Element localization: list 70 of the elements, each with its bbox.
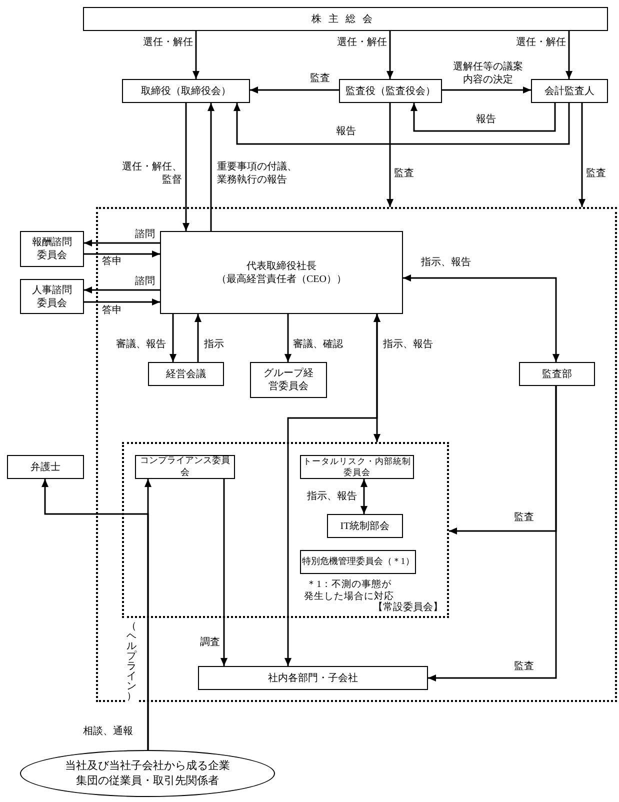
org-box: トータルリスク・内部統制委員会 <box>300 455 414 479</box>
org-box: 報酬諮問委員会 <box>20 231 84 267</box>
org-box: 経営会議 <box>148 362 224 386</box>
arrow <box>194 314 202 362</box>
edge-label: 監査 <box>585 168 607 180</box>
arrow <box>386 31 394 79</box>
org-box: 取締役（取締役会） <box>122 79 250 103</box>
edge-label: 指示 <box>203 338 225 352</box>
edge-label: 報告 <box>475 114 497 126</box>
dotted-boundary <box>96 207 617 702</box>
arrow <box>84 250 160 258</box>
edge-label: 監査 <box>513 512 535 524</box>
edge-label: 指示、報告 <box>420 256 472 270</box>
double-arrow <box>284 314 380 666</box>
edge-label: 諮問 <box>134 276 156 288</box>
edge-label: 答申 <box>101 256 123 268</box>
edge-label: 相談、通報 <box>82 726 134 738</box>
edge-label: 重要事項の付議、業務執行の報告 <box>216 162 298 186</box>
arrow <box>566 31 572 79</box>
org-box: 代表取締役社長 （最高経営責任者（CEO）） <box>160 231 403 314</box>
double-arrow <box>403 274 560 362</box>
arrow <box>428 386 557 682</box>
edge-label: 指示、報告 <box>382 338 434 352</box>
arrow <box>410 103 556 132</box>
org-box: 弁護士 <box>7 455 84 479</box>
edge-label: 諮問 <box>134 228 156 242</box>
edge-label: 答申 <box>101 304 123 318</box>
arrow <box>250 86 339 94</box>
arrow <box>170 314 176 362</box>
edge-label: 選任・解任 <box>142 36 194 50</box>
org-box: 人事諮問委員会 <box>20 279 84 314</box>
group-title: 【常設委員会】 <box>373 601 443 614</box>
org-box: 特別危機管理委員会（＊1） <box>300 550 416 574</box>
edge-label: 選任・解任、監督 <box>121 162 183 186</box>
footnote: ＊1：不測の事態が発生した場合に対応 <box>303 579 394 602</box>
edge-label: 選任・解任 <box>515 36 567 50</box>
edge-label: 報告 <box>335 126 357 138</box>
org-box: 社内各部門・子会社 <box>198 666 428 690</box>
org-box: 監査役（監査役会） <box>339 79 442 103</box>
arrow <box>192 31 200 79</box>
people-ellipse: 当社及び当社子会社から成る企業集団の従業員・取引先関係者 <box>20 750 275 797</box>
edge-label: 選任・解任 <box>336 36 388 50</box>
arrow <box>284 314 292 362</box>
arrow <box>220 479 228 666</box>
arrow <box>386 103 394 207</box>
arrow <box>42 479 149 750</box>
arrow <box>442 86 531 94</box>
arrow <box>84 286 160 294</box>
edge-label: 監査 <box>513 660 535 674</box>
edge-label: 監査 <box>393 168 415 180</box>
arrow <box>578 103 586 207</box>
arrow <box>234 103 570 145</box>
arrow <box>84 298 160 306</box>
arrow <box>84 240 160 246</box>
meeting-box: 株主総会 <box>83 7 608 31</box>
committee-group <box>122 442 449 618</box>
org-box: IT統制部会 <box>327 514 403 538</box>
arrow <box>208 103 214 231</box>
edge-label: 調査 <box>199 636 221 650</box>
edge-label: 指示、報告 <box>306 490 358 504</box>
edge-label: 選解任等の議案内容の決定 <box>452 62 524 86</box>
edge-label: 監査 <box>309 72 331 86</box>
edge-label: 審議、報告 <box>115 338 167 352</box>
org-box: グループ経営委員会 <box>250 362 327 398</box>
org-box: 会計監査人 <box>531 79 608 103</box>
double-arrow <box>360 479 368 514</box>
arrow <box>182 103 190 231</box>
org-box: 監査部 <box>519 362 595 386</box>
helpline-label: （ヘルプライン） <box>126 622 137 702</box>
edge-label: 審議、確認 <box>292 338 344 352</box>
